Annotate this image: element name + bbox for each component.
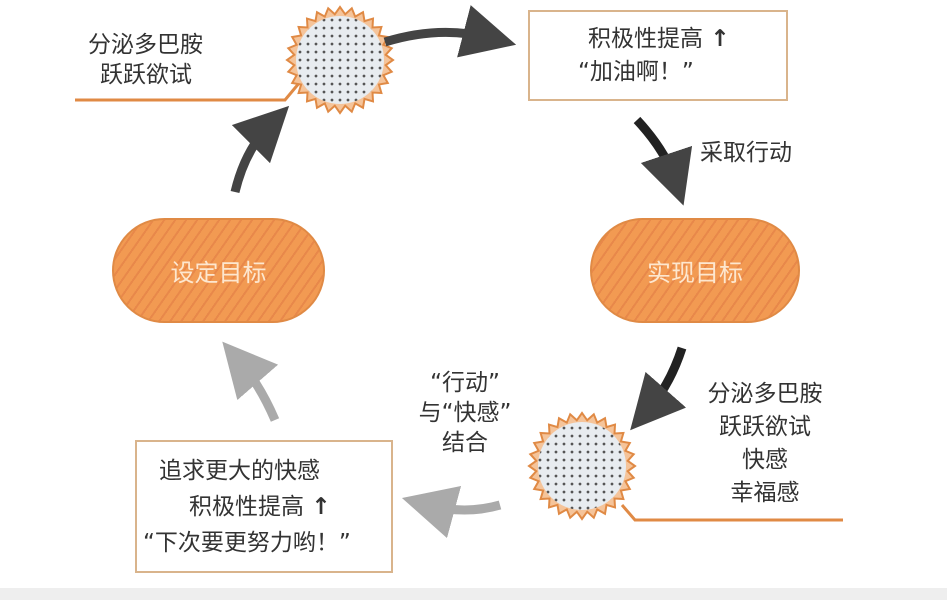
bottom-box: 追求更大的快感 积极性提高 ↑ “下次要更努力哟！” <box>135 440 393 573</box>
top-box: 积极性提高 ↑ “加油啊！” <box>528 10 788 101</box>
connector-line-bottom <box>620 504 843 522</box>
arrow-top <box>383 5 517 58</box>
take-action-label: 采取行动 <box>700 140 792 166</box>
top-box-line2: “加油啊！” <box>578 59 694 85</box>
right-text-line4: 幸福感 <box>730 480 800 506</box>
right-text-line3: 快感 <box>742 447 788 473</box>
arrow-bottom <box>401 485 502 539</box>
bottom-bar <box>0 588 947 600</box>
middle-quote-line3: 结合 <box>442 430 488 456</box>
bottom-box-line1: 追求更大的快感 <box>159 458 320 484</box>
connector-line-top <box>75 81 302 102</box>
top-box-line1: 积极性提高 <box>588 26 703 52</box>
arrow-left-bottom <box>222 341 280 422</box>
right-text-line1: 分泌多巴胺 <box>707 381 823 407</box>
arrow-right-down <box>633 116 693 206</box>
pill-set-goal: 设定目标 <box>112 218 325 323</box>
middle-quote: “行动” 与“快感” 结合 <box>395 368 535 458</box>
top-left-line2: 跃跃欲试 <box>100 62 192 88</box>
bottom-box-line2: 积极性提高 <box>189 494 304 520</box>
middle-quote-line1: “行动” <box>430 370 500 396</box>
dopamine-burst-bottom <box>527 411 637 521</box>
middle-quote-line2: 与“快感” <box>418 400 512 426</box>
pill-achieve-goal: 实现目标 <box>590 218 800 323</box>
right-text: 分泌多巴胺 跃跃欲试 快感 幸福感 <box>685 378 845 510</box>
arrow-left-up <box>230 105 290 194</box>
arrow-right-bottom <box>630 346 687 431</box>
right-text-line2: 跃跃欲试 <box>719 414 811 440</box>
dopamine-burst-top <box>285 5 395 115</box>
bottom-box-line3: “下次要更努力哟！” <box>143 530 351 556</box>
up-arrow-icon: ↑ <box>311 494 331 520</box>
up-arrow-icon: ↑ <box>710 26 730 52</box>
top-left-line1: 分泌多巴胺 <box>88 32 203 58</box>
